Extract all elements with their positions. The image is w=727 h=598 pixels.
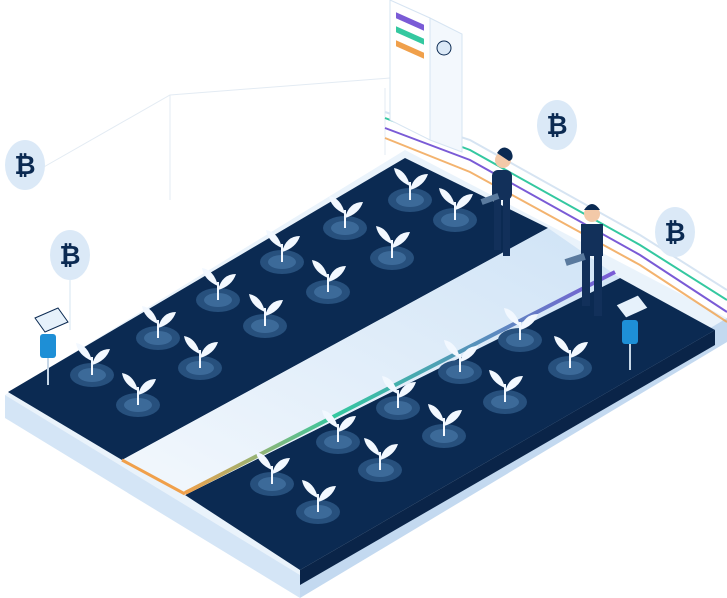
- board-stripe-green: [396, 26, 424, 45]
- sprout-icon: [250, 452, 294, 496]
- bitcoin-glyph: ₿: [546, 111, 567, 141]
- platform-front: [5, 395, 300, 598]
- sprout-icon: [116, 373, 160, 417]
- sprout-icon: [306, 260, 350, 304]
- left-soil-bed: [8, 158, 548, 460]
- sprout-icon: [323, 196, 367, 240]
- sprout-icon: [136, 306, 180, 350]
- sprout-icon: [376, 376, 420, 420]
- bitcoin-glyph: ₿: [664, 218, 685, 248]
- walkway: [122, 228, 620, 495]
- board-stripe-orange: [396, 40, 424, 59]
- bitcoin-glyph: ₿: [59, 241, 80, 271]
- walkway-edge: [184, 270, 616, 495]
- bitcoin-coins: ₿ ₿ ₿ ₿: [5, 100, 695, 330]
- sprout-icon: [433, 188, 477, 232]
- bitcoin-icon: ₿: [655, 207, 695, 257]
- worker-male: [564, 204, 603, 316]
- sprout-icon: [438, 340, 482, 384]
- sprout-icon: [316, 410, 360, 454]
- sprout-icon: [296, 480, 340, 524]
- sprouts: [70, 168, 592, 524]
- sprout-icon: [548, 336, 592, 380]
- profile-card-icon: [436, 40, 452, 56]
- info-board: [389, 0, 463, 153]
- sprout-icon: [70, 343, 114, 387]
- sensor-icon: [622, 320, 638, 344]
- board-stripe-purple: [396, 12, 424, 31]
- sprout-icon: [358, 438, 402, 482]
- sprout-icon: [178, 336, 222, 380]
- bitcoin-icon: ₿: [50, 230, 90, 280]
- solar-panel-icon: [34, 307, 69, 333]
- sprout-icon: [370, 226, 414, 270]
- right-bed-side: [300, 330, 715, 585]
- worker-female: [480, 147, 513, 256]
- sensor-right: [615, 294, 649, 370]
- sprout-icon: [260, 230, 304, 274]
- sprout-icon: [196, 268, 240, 312]
- sprout-icon: [483, 370, 527, 414]
- sprout-icon: [422, 404, 466, 448]
- sprout-icon: [388, 168, 432, 212]
- sensor-left: [34, 307, 69, 385]
- sprout-icon: [243, 294, 287, 338]
- solar-panel-icon: [615, 294, 649, 319]
- bitcoin-glyph: ₿: [14, 151, 35, 181]
- sprout-icon: [498, 308, 542, 352]
- bitcoin-icon: ₿: [537, 100, 577, 150]
- walkway-edge-left: [121, 458, 186, 496]
- sensor-icon: [40, 334, 56, 358]
- background-wall: [34, 77, 391, 200]
- bitcoin-icon: ₿: [5, 140, 45, 190]
